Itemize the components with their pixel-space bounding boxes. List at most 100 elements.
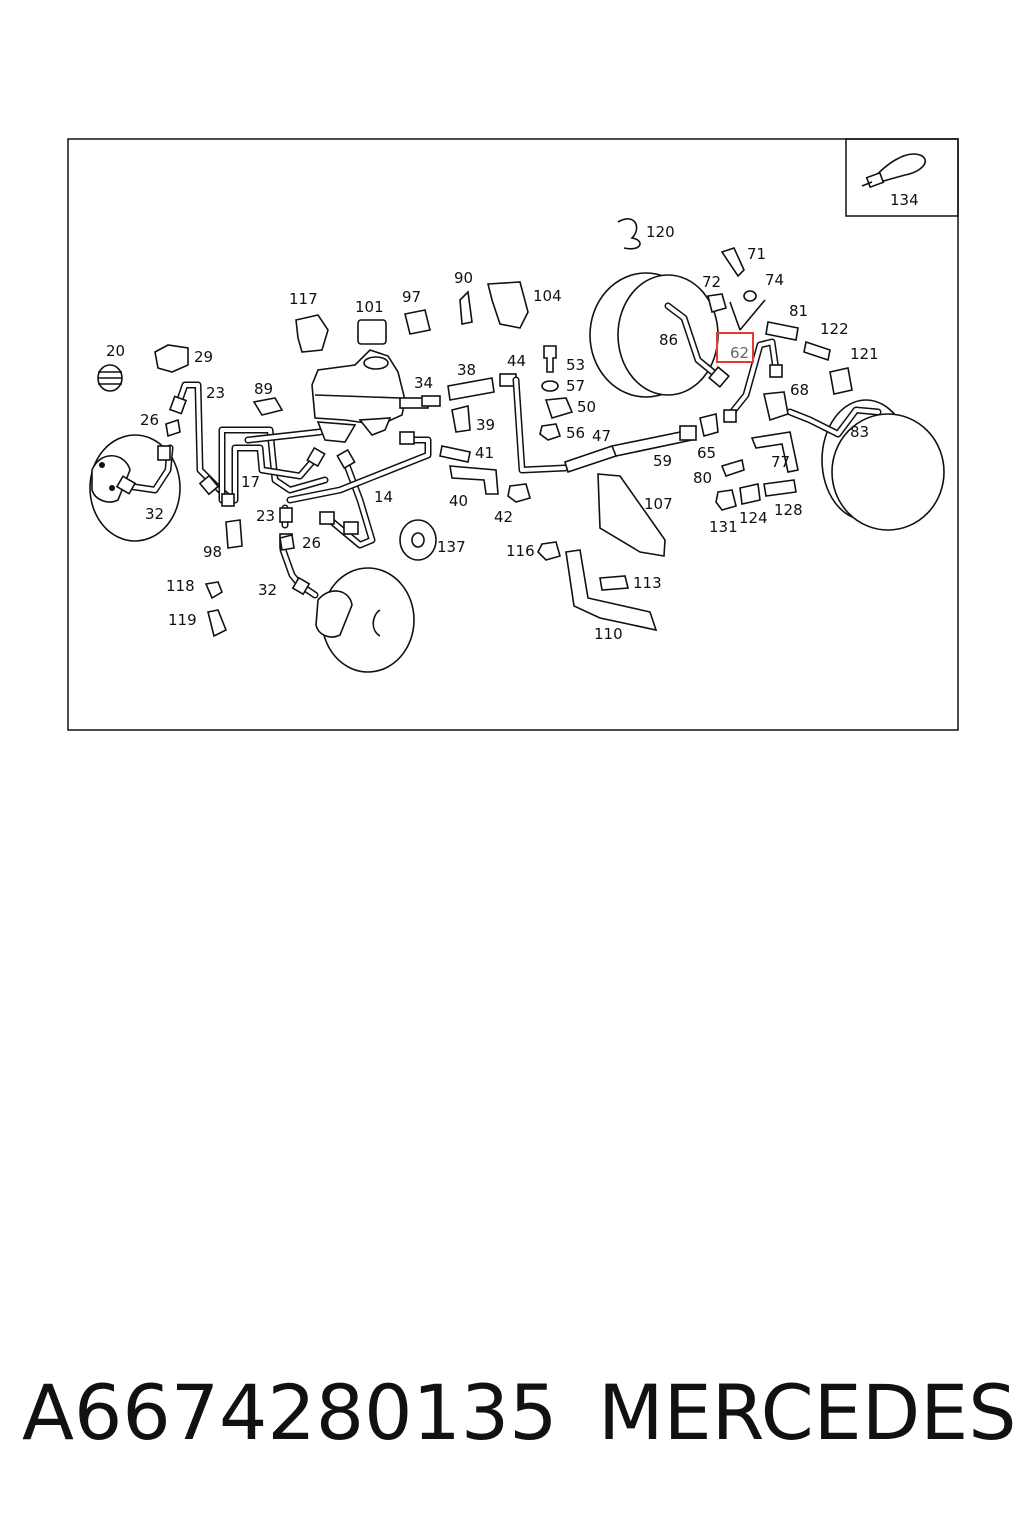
inset-label: 134: [890, 191, 919, 209]
fitting-41: [439, 445, 471, 463]
label-122: 122: [820, 320, 849, 338]
label-77: 77: [771, 453, 790, 471]
sleeve-98: [225, 519, 243, 549]
part-number: A6674280135: [22, 1368, 558, 1457]
label-121: 121: [850, 345, 879, 363]
caption: A6674280135 MERCEDES: [0, 1360, 1024, 1470]
label-118: 118: [166, 577, 195, 595]
label-53: 53: [566, 356, 585, 374]
label-56: 56: [566, 424, 585, 442]
junction-68: [763, 391, 789, 422]
nut-116: [537, 541, 561, 561]
label-59: 59: [653, 452, 672, 470]
label-44: 44: [507, 352, 526, 370]
label-74: 74: [765, 271, 784, 289]
bolt-128: [763, 479, 797, 497]
label-101: 101: [355, 298, 384, 316]
label-81: 81: [789, 302, 808, 320]
label-41: 41: [475, 444, 494, 462]
label-98: 98: [203, 543, 222, 561]
label-83: 83: [850, 423, 869, 441]
bleeder-118: [204, 581, 223, 600]
label-120: 120: [646, 223, 675, 241]
clip-90: [459, 290, 473, 325]
bracket-124: [739, 483, 761, 505]
label-128: 128: [774, 501, 803, 519]
connector-81: [765, 321, 799, 341]
label-131: 131: [709, 518, 738, 536]
label-80: 80: [693, 469, 712, 487]
bleeder-119: [207, 609, 228, 638]
label-32: 32: [145, 505, 164, 523]
clip-26b: [279, 534, 295, 551]
label-72: 72: [702, 273, 721, 291]
cable-tie-icon: [861, 153, 926, 189]
label-23: 23: [206, 384, 225, 402]
bracket-110: [565, 549, 658, 632]
label-89: 89: [254, 380, 273, 398]
valve-117: [295, 314, 329, 353]
bolt-71: [720, 247, 745, 278]
bolt-113: [599, 575, 630, 591]
front-right-brake-disc: [315, 567, 415, 673]
label-65: 65: [697, 444, 716, 462]
nut-72: [707, 293, 727, 313]
highlight-box: [716, 332, 754, 363]
pin-122: [803, 340, 831, 362]
label-39: 39: [476, 416, 495, 434]
bolt-80: [720, 458, 745, 477]
fitting-59: [679, 425, 697, 441]
connector-104: [486, 281, 529, 329]
label-137: 137: [437, 538, 466, 556]
clip-39: [451, 404, 471, 433]
label-17: 17: [241, 473, 260, 491]
label-32b: 32: [258, 581, 277, 599]
clip-120: [617, 218, 641, 250]
nut-42: [507, 483, 531, 503]
label-86: 86: [659, 331, 678, 349]
label-50: 50: [577, 398, 596, 416]
label-71: 71: [747, 245, 766, 263]
label-42: 42: [494, 508, 513, 526]
nut-131: [715, 489, 737, 511]
label-40: 40: [449, 492, 468, 510]
block-121: [829, 367, 853, 395]
label-68: 68: [790, 381, 809, 399]
rear-right-brake-drum: [821, 399, 945, 531]
label-23b: 23: [256, 507, 275, 525]
callout-labels: 20 29 23 26 32 89 17 14 23 26 98 32 118 …: [106, 223, 879, 643]
clip-26: [165, 418, 181, 438]
fitting-34: [421, 395, 441, 407]
label-90: 90: [454, 269, 473, 287]
label-29: 29: [194, 348, 213, 366]
brake-system-exploded-diagram: 134: [67, 138, 959, 731]
bracket-77: [750, 431, 799, 473]
bracket-40: [449, 465, 499, 495]
bracket-29: [154, 344, 189, 373]
connector-38: [447, 377, 495, 401]
label-117: 117: [289, 290, 318, 308]
label-113: 113: [633, 574, 662, 592]
washer-57: [541, 380, 559, 392]
label-97: 97: [402, 288, 421, 306]
label-26: 26: [140, 411, 159, 429]
rear-left-brake-drum: [589, 272, 719, 398]
master-cylinder-reservoir: [311, 349, 429, 443]
fitting-65: [699, 413, 719, 438]
bolt-53: [543, 345, 557, 373]
label-104: 104: [533, 287, 562, 305]
clip-97: [404, 309, 431, 335]
part-50: [544, 397, 574, 419]
label-110: 110: [594, 625, 623, 643]
bracket-107: [597, 473, 666, 557]
label-57: 57: [566, 377, 585, 395]
brand-name: MERCEDES: [598, 1368, 1017, 1457]
rubber-mount-137: [399, 519, 437, 561]
nut-56: [539, 423, 562, 441]
clip-89: [252, 397, 284, 416]
label-38: 38: [457, 361, 476, 379]
label-119: 119: [168, 611, 197, 629]
label-34: 34: [414, 374, 433, 392]
inset-box: 134: [845, 138, 959, 217]
label-116: 116: [506, 542, 535, 560]
